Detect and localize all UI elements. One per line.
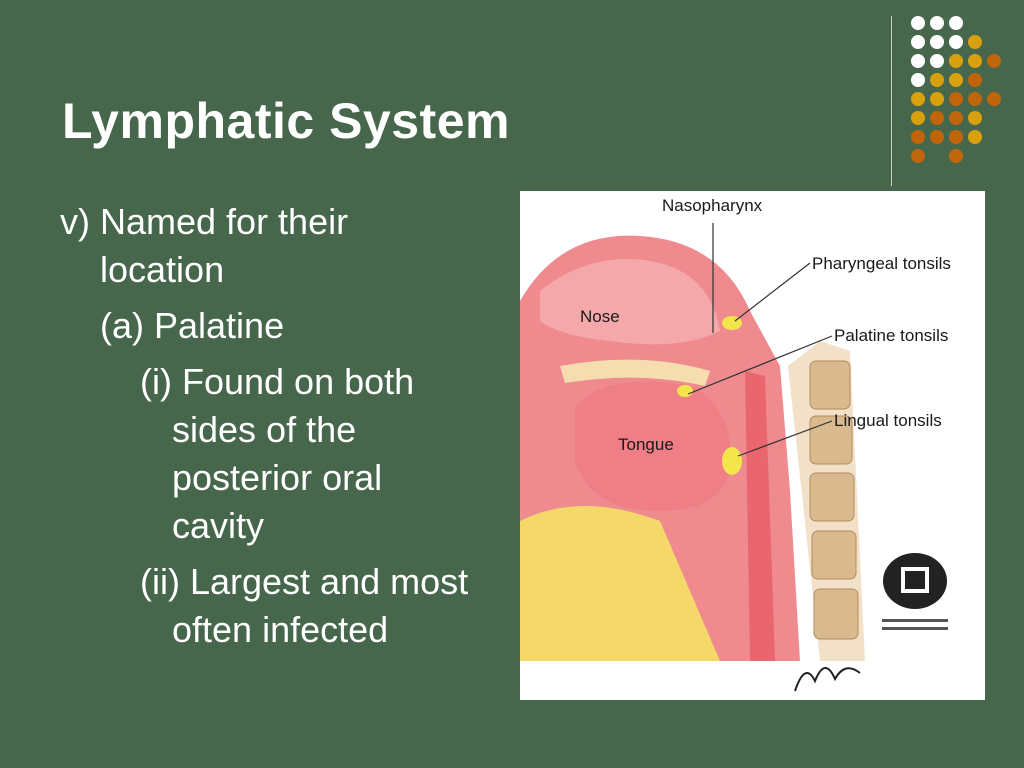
tonsils-anatomy-figure: Nasopharynx Pharyngeal tonsils Palatine … — [520, 191, 985, 700]
decor-dot — [968, 111, 982, 125]
vertebrae — [809, 360, 859, 640]
decor-dot — [911, 130, 925, 144]
decor-dot — [911, 73, 925, 87]
decor-dot — [949, 54, 963, 68]
crest-caption-lines — [882, 619, 948, 630]
decor-dot — [949, 92, 963, 106]
divider-line — [891, 16, 892, 186]
jaw-fat — [520, 506, 720, 661]
decor-dot — [930, 73, 944, 87]
bullet-level-1: v) Named for their location — [60, 201, 349, 290]
label-nose: Nose — [580, 307, 620, 326]
label-pharyngeal-tonsils: Pharyngeal tonsils — [812, 254, 951, 273]
decor-dot — [987, 92, 1001, 106]
decor-dot — [987, 54, 1001, 68]
decor-dot — [911, 35, 925, 49]
bullet-level-3: (ii) Largest and most often infected — [140, 561, 469, 650]
bullet-level-2: (a) Palatine — [100, 305, 285, 346]
bullet-list: v) Named for their location (a) Palatine… — [60, 198, 480, 654]
decor-dot — [949, 16, 963, 30]
palate — [560, 359, 710, 386]
decor-dot — [930, 35, 944, 49]
decor-dot — [968, 130, 982, 144]
label-lingual-tonsils: Lingual tonsils — [834, 411, 942, 430]
lingual-tonsil — [722, 447, 742, 475]
decor-dot — [930, 130, 944, 144]
decor-dot — [911, 92, 925, 106]
artist-signature — [794, 667, 861, 692]
decor-dot — [930, 111, 944, 125]
throat — [745, 371, 775, 661]
decor-dot — [911, 149, 925, 163]
label-tongue: Tongue — [618, 435, 674, 454]
anatomy-illustration: Nasopharynx Pharyngeal tonsils Palatine … — [520, 196, 951, 692]
decor-dot — [949, 73, 963, 87]
decor-dot — [968, 35, 982, 49]
palatine-tonsil — [677, 385, 693, 397]
decor-dot — [911, 54, 925, 68]
slide-title: Lymphatic System — [62, 93, 510, 149]
decorative-dot-grid — [903, 16, 1015, 166]
bullet-level-3: (i) Found on both sides of the posterior… — [140, 361, 415, 546]
pointer-lines — [687, 223, 833, 457]
decor-dot — [949, 130, 963, 144]
label-palatine-tonsils: Palatine tonsils — [834, 326, 948, 345]
decor-dot — [930, 54, 944, 68]
university-crest-icon — [883, 553, 947, 609]
label-nasopharynx: Nasopharynx — [662, 196, 763, 215]
decor-dot — [930, 92, 944, 106]
decor-dot — [911, 16, 925, 30]
decor-dot — [949, 111, 963, 125]
decor-dot — [911, 111, 925, 125]
nasal-cavity — [540, 259, 720, 345]
decor-dot — [949, 149, 963, 163]
decor-dot — [930, 16, 944, 30]
decor-dot — [968, 54, 982, 68]
decor-dot — [968, 73, 982, 87]
decor-dot — [968, 92, 982, 106]
decor-dot — [949, 35, 963, 49]
tongue-shape — [575, 381, 731, 511]
